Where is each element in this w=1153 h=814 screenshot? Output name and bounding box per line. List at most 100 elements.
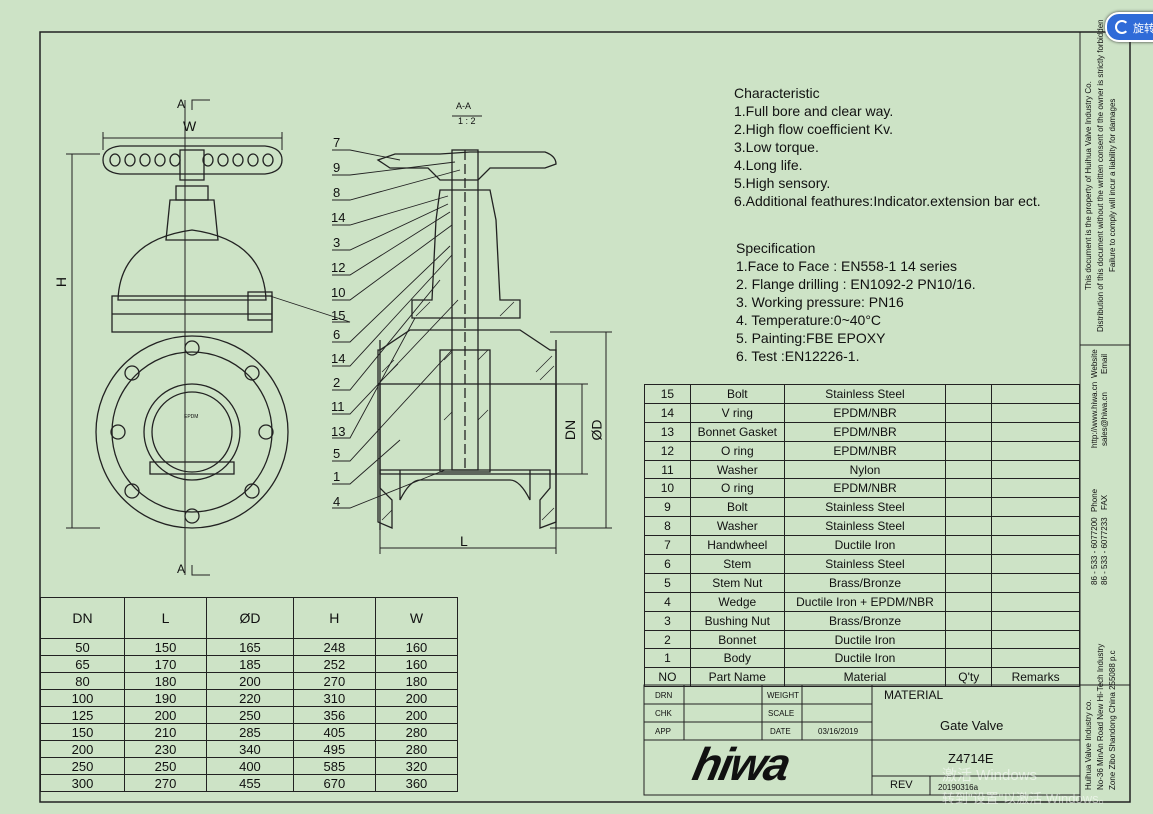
specification-item: 4. Temperature:0~40°C [736,312,882,328]
callout-number: 10 [331,285,346,300]
date-value: 03/16/2019 [818,727,859,736]
front-view-dimensions [66,99,283,576]
rotate-button-label: 旋转 [1133,23,1153,35]
table-cell: 250 [123,757,208,775]
table-cell: 340 [206,740,294,758]
table-cell: Bushing Nut [689,610,785,631]
fax-value: 86 - 533 - 6077233 [1100,517,1109,585]
table-cell: Bonnet [689,629,785,650]
table-cell: Handwheel [689,535,785,556]
bolt-holes [110,340,274,524]
specification-item: 6. Test :EN12226-1. [736,348,860,364]
characteristic-item: 6.Additional feathures:Indicator.extensi… [734,193,1041,209]
table-cell: O ring [689,478,785,499]
table-cell: 170 [123,655,208,673]
callout-number: 11 [331,399,345,414]
table-cell: Stainless Steel [783,497,947,518]
table-cell: 200 [40,740,125,758]
column-header: W [374,597,459,639]
table-cell: Ductile Iron [783,535,947,556]
table-cell: 6 [644,554,691,574]
characteristic-item: 2.High flow coefficient Kv. [734,121,894,137]
table-cell: Ductile Iron [783,648,947,669]
table-cell: 200 [206,672,294,690]
table-cell: EPDM/NBR [783,478,947,499]
callout-number: 5 [333,446,341,461]
specification-item: 2. Flange drilling : EN1092-2 PN10/16. [736,276,976,292]
product-name: Gate Valve [940,718,1004,733]
table-cell: 270 [123,774,208,792]
dim-w-label: W [183,118,197,134]
characteristic-title: Characteristic [734,85,820,101]
table-cell: 11 [644,459,691,480]
specification-item: 1.Face to Face : EN558-1 14 series [736,258,957,274]
table-cell: 7 [644,535,691,556]
callout-number: 13 [331,424,346,439]
table-cell: 65 [40,655,125,673]
table-cell: 180 [123,672,208,690]
section-aa-label: A-A [456,101,472,111]
address-line-1: No-36 MinAn Road New Hi-Tech Industry [1096,643,1105,790]
callout-number: 14 [331,351,346,366]
table-cell: 12 [644,440,691,461]
table-cell: Ductile Iron + EPDM/NBR [783,591,947,612]
rotate-button[interactable]: 旋转 [1105,12,1153,42]
table-cell: 190 [123,689,208,707]
table-cell: 270 [292,672,376,690]
table-cell: Ductile Iron [783,629,947,650]
callout-number: 6 [333,327,341,342]
table-cell: 455 [206,774,294,792]
table-cell: 585 [292,757,376,775]
table-header-row: NO Part Name Material Q'ty Remarks [644,667,1080,688]
dim-l-label: L [460,533,468,549]
table-cell: 15 [644,384,691,404]
dim-h-label: H [53,276,70,288]
sheet-border [39,31,1131,803]
specification-title: Specification [736,240,816,256]
column-header: Q'ty [945,667,993,688]
table-cell: Nylon [783,459,947,480]
table-cell: 180 [374,672,459,690]
section-mark-top: A [177,97,186,111]
callout-number: 4 [333,494,341,509]
table-cell: 220 [206,689,294,707]
table-cell: 320 [374,757,459,775]
fax-label: FAX [1100,494,1109,510]
table-cell: 280 [374,740,459,758]
table-cell: Bolt [689,497,785,518]
rev-label: REV [890,779,913,791]
callout-number: 7 [333,135,341,150]
material-label: MATERIAL [884,688,944,702]
table-cell: 160 [374,655,459,673]
callout-number: 3 [333,235,341,250]
specification-block: Specification 1.Face to Face : EN558-1 1… [736,239,976,365]
table-cell: Bonnet Gasket [689,421,785,442]
table-cell: EPDM/NBR [783,402,947,423]
property-note-1: This document is the property of Huihua … [1084,81,1093,290]
table-cell: 2 [644,629,691,650]
table-cell: Stem [689,554,785,574]
table-cell: EPDM/NBR [783,421,947,442]
callout-number: 1 [333,469,341,484]
rev-value: 20190316a [938,783,979,792]
property-note-2: Distribution of this document without th… [1096,19,1105,332]
table-cell: Bolt [689,384,785,404]
callout-number: 8 [333,185,341,200]
handwheel-spokes [109,153,274,167]
weight-label: WEIGHT [767,691,799,700]
section-scale-label: 1 : 2 [458,116,476,126]
table-cell: Stainless Steel [783,384,947,404]
characteristic-item: 3.Low torque. [734,139,819,155]
characteristic-item: 4.Long life. [734,157,803,173]
